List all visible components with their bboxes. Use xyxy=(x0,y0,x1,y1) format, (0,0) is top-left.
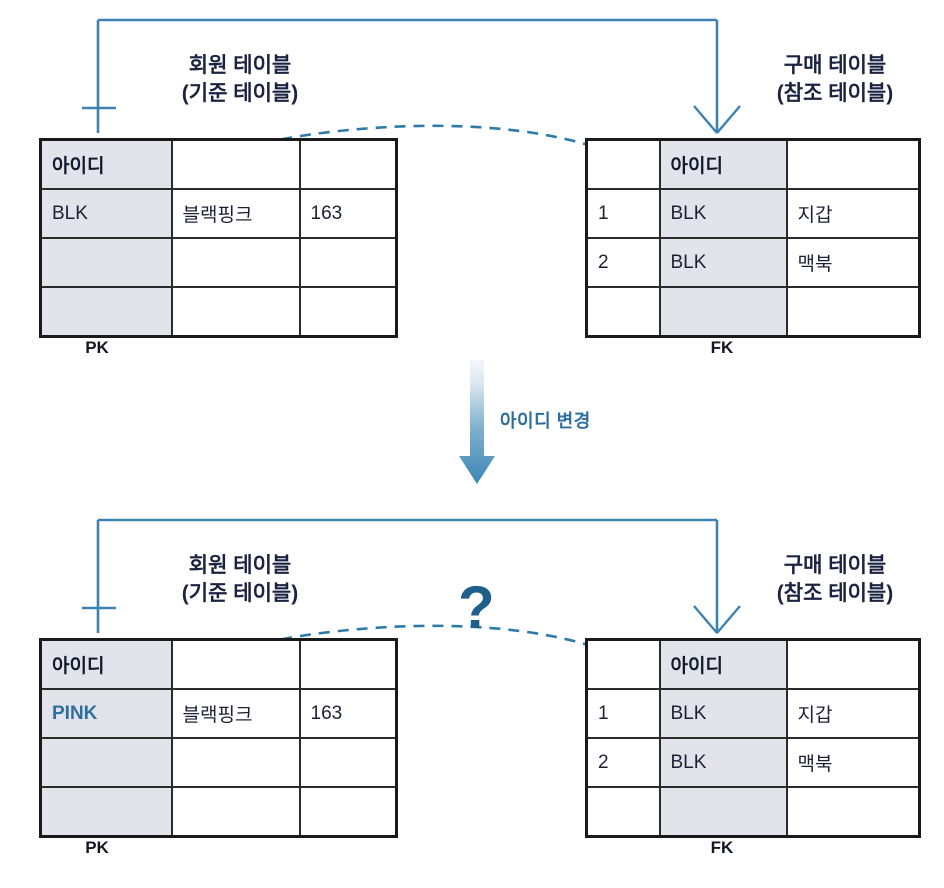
cell-blank xyxy=(298,638,398,690)
top-right-table-title-line1: 구매 테이블 xyxy=(783,54,887,77)
cell-number-value: 163 xyxy=(298,188,398,239)
cell-seq-value: 2 xyxy=(585,737,661,788)
table-row xyxy=(39,286,398,338)
cell-blank xyxy=(170,786,301,838)
table-row xyxy=(39,237,398,288)
cell-blank xyxy=(785,786,921,838)
cell-name-value: 블랙핑크 xyxy=(170,188,301,239)
cell-item-value: 맥북 xyxy=(785,237,921,288)
broken-reference-question-mark: ? xyxy=(458,574,495,641)
table-row xyxy=(39,737,398,788)
cell-id-header: 아이디 xyxy=(658,638,788,690)
table-row: 아이디 xyxy=(39,638,398,690)
top-left-table-title-line1: 회원 테이블 xyxy=(188,54,292,77)
top-purchase-table: 아이디 1 BLK 지갑 2 BLK 맥북 xyxy=(585,138,921,338)
transition-label: 아이디 변경 xyxy=(500,411,591,431)
cell-item-value: 지갑 xyxy=(785,688,921,739)
bottom-left-table-title-line1: 회원 테이블 xyxy=(188,554,292,577)
cell-blank xyxy=(170,138,301,190)
cell-blank xyxy=(39,737,173,788)
cell-blank xyxy=(298,237,398,288)
table-row: PINK 블랙핑크 163 xyxy=(39,688,398,739)
cell-blank xyxy=(298,786,398,838)
cell-blank xyxy=(658,786,788,838)
cell-blank xyxy=(170,638,301,690)
bottom-member-table: 아이디 PINK 블랙핑크 163 xyxy=(39,638,398,838)
cell-id-value-changed: PINK xyxy=(39,688,173,739)
cell-fk-value: BLK xyxy=(658,188,788,239)
cell-blank xyxy=(298,138,398,190)
table-row: 아이디 xyxy=(585,638,921,690)
cell-fk-value: BLK xyxy=(658,237,788,288)
bottom-right-table-title: 구매 테이블 (참조 테이블) xyxy=(735,552,935,609)
cell-number-value: 163 xyxy=(298,688,398,739)
table-row: 1 BLK 지갑 xyxy=(585,688,921,739)
cell-blank xyxy=(785,286,921,338)
bottom-left-table-title-line2: (기준 테이블) xyxy=(181,582,299,606)
cell-blank xyxy=(39,286,173,338)
cell-id-header: 아이디 xyxy=(658,138,788,190)
bottom-pk-label: PK xyxy=(85,838,109,857)
table-row: 1 BLK 지갑 xyxy=(585,188,921,239)
top-right-table-title-line2: (참조 테이블) xyxy=(776,82,894,106)
top-left-table-title: 회원 테이블 (기준 테이블) xyxy=(130,52,350,109)
cell-blank xyxy=(170,286,301,338)
bottom-right-table-title-line1: 구매 테이블 xyxy=(783,554,887,577)
cell-blank xyxy=(39,237,173,288)
cell-blank xyxy=(585,638,661,690)
cell-blank xyxy=(585,786,661,838)
cell-item-value: 맥북 xyxy=(785,737,921,788)
cell-blank xyxy=(298,286,398,338)
top-fk-label: FK xyxy=(710,338,734,357)
top-left-table-title-line2: (기준 테이블) xyxy=(181,82,299,106)
table-row xyxy=(585,786,921,838)
cell-blank xyxy=(785,638,921,690)
cell-blank xyxy=(585,138,661,190)
top-member-table: 아이디 BLK 블랙핑크 163 xyxy=(39,138,398,338)
cell-blank xyxy=(170,237,301,288)
cell-item-value: 지갑 xyxy=(785,188,921,239)
bottom-right-table-title-line2: (참조 테이블) xyxy=(776,582,894,606)
cell-fk-value: BLK xyxy=(658,688,788,739)
table-row: 2 BLK 맥북 xyxy=(585,737,921,788)
table-row xyxy=(39,786,398,838)
cell-blank xyxy=(785,138,921,190)
cell-blank xyxy=(585,286,661,338)
cell-id-header: 아이디 xyxy=(39,638,173,690)
bottom-left-table-title: 회원 테이블 (기준 테이블) xyxy=(130,552,350,609)
cell-fk-value: BLK xyxy=(658,737,788,788)
cell-blank xyxy=(298,737,398,788)
cell-seq-value: 1 xyxy=(585,688,661,739)
table-row: BLK 블랙핑크 163 xyxy=(39,188,398,239)
cell-seq-value: 2 xyxy=(585,237,661,288)
cell-blank xyxy=(170,737,301,788)
top-pk-label: PK xyxy=(85,338,109,357)
table-row: 아이디 xyxy=(39,138,398,190)
down-arrow-icon xyxy=(459,360,495,484)
bottom-fk-label: FK xyxy=(710,838,734,857)
bottom-purchase-table: 아이디 1 BLK 지갑 2 BLK 맥북 xyxy=(585,638,921,838)
top-right-table-title: 구매 테이블 (참조 테이블) xyxy=(735,52,935,109)
table-row xyxy=(585,286,921,338)
cell-name-value: 블랙핑크 xyxy=(170,688,301,739)
table-row: 2 BLK 맥북 xyxy=(585,237,921,288)
cell-seq-value: 1 xyxy=(585,188,661,239)
cell-id-header: 아이디 xyxy=(39,138,173,190)
table-row: 아이디 xyxy=(585,138,921,190)
cell-blank xyxy=(39,786,173,838)
cell-id-value: BLK xyxy=(39,188,173,239)
cell-blank xyxy=(658,286,788,338)
